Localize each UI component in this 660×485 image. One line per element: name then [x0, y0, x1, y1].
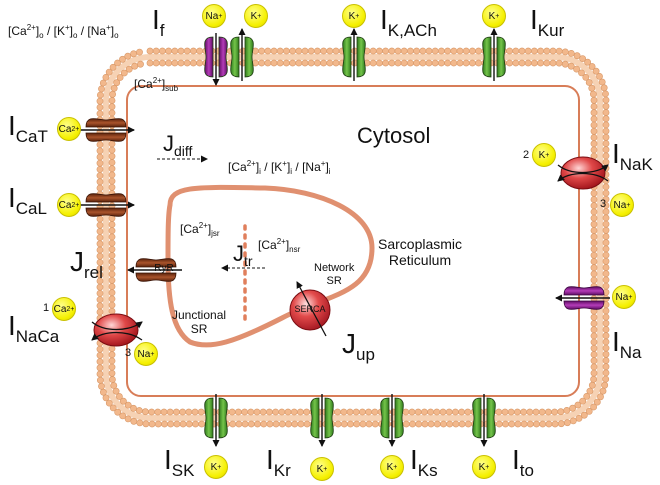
- ion-k-ikr: K+: [310, 457, 334, 481]
- ikur-current-label: IKur: [530, 4, 565, 40]
- if-current-label: If: [152, 4, 165, 40]
- ikur-channel: [482, 28, 506, 81]
- ion-k-ito: K+: [472, 455, 496, 479]
- inaca-current-label: INaCa: [8, 310, 60, 346]
- extracellular-concentration-label: [Ca2+]o / [K+]o / [Na+]o: [8, 23, 119, 40]
- ion-k-isk: K+: [204, 455, 228, 479]
- ion-k-if: K+: [244, 4, 268, 28]
- jsr-calcium-label: [Ca2+]jsr: [180, 221, 220, 238]
- serca-pump: [289, 281, 331, 337]
- isk-current-label: ISK: [164, 444, 195, 480]
- jup-label: Jup: [342, 328, 375, 364]
- ikach-current-label: IK,ACh: [380, 4, 437, 40]
- isk-channel: [204, 394, 228, 447]
- icat-current-label: ICaT: [8, 110, 48, 146]
- ina-channel: [555, 286, 610, 310]
- ryr-label: RyR: [154, 263, 174, 274]
- if-channel-na: [204, 33, 228, 86]
- iks-current-label: IKs: [410, 444, 438, 480]
- intracellular-concentration-label: [Ca2+]i / [K+]i / [Na+]i: [228, 159, 331, 176]
- jtr-label: Jtr: [233, 241, 253, 269]
- ryr-channel: [127, 258, 182, 282]
- iks-channel: [380, 394, 404, 447]
- naca-na-stoich: 3: [125, 347, 132, 359]
- naca-exchanger: [91, 313, 143, 347]
- nak-k-stoich: 2: [523, 149, 530, 161]
- icat-channel: [80, 118, 135, 142]
- ion-k-inak: K+: [532, 143, 556, 167]
- jrel-label: Jrel: [70, 246, 103, 282]
- nak-na-stoich: 3: [600, 198, 607, 210]
- ina-current-label: INa: [612, 326, 642, 362]
- jdiff-label: Jdiff: [163, 131, 193, 159]
- ito-current-label: Ito: [512, 444, 534, 480]
- naca-ca-stoich: 1: [43, 302, 50, 314]
- ion-na-inak: Na+: [610, 193, 634, 217]
- ikr-channel: [310, 394, 334, 447]
- ion-k-ikur: K+: [482, 4, 506, 28]
- subspace-calcium-label: [Ca2+]sub: [134, 76, 179, 93]
- ito-channel: [472, 394, 496, 447]
- nsr-calcium-label: [Ca2+]nsr: [258, 237, 301, 254]
- ical-channel: [80, 193, 135, 217]
- ion-k-iks: K+: [380, 455, 404, 479]
- nak-pump: [557, 156, 609, 190]
- cell-membrane: [96, 47, 610, 428]
- cytosol-label: Cytosol: [357, 123, 431, 148]
- ion-k-ikach: K+: [342, 4, 366, 28]
- ion-na-if: Na+: [202, 4, 226, 28]
- ikach-channel: [342, 28, 366, 81]
- serca-label: SERCA: [294, 304, 326, 314]
- channels-layer: [80, 28, 610, 447]
- inak-current-label: INaK: [612, 138, 653, 174]
- ikr-current-label: IKr: [266, 444, 291, 480]
- ion-na-ina: Na+: [612, 285, 636, 309]
- ical-current-label: ICaL: [8, 182, 47, 218]
- if-channel-k: [230, 28, 254, 81]
- ion-na-inaca: Na+: [134, 342, 158, 366]
- cytosol-boundary: [126, 85, 580, 397]
